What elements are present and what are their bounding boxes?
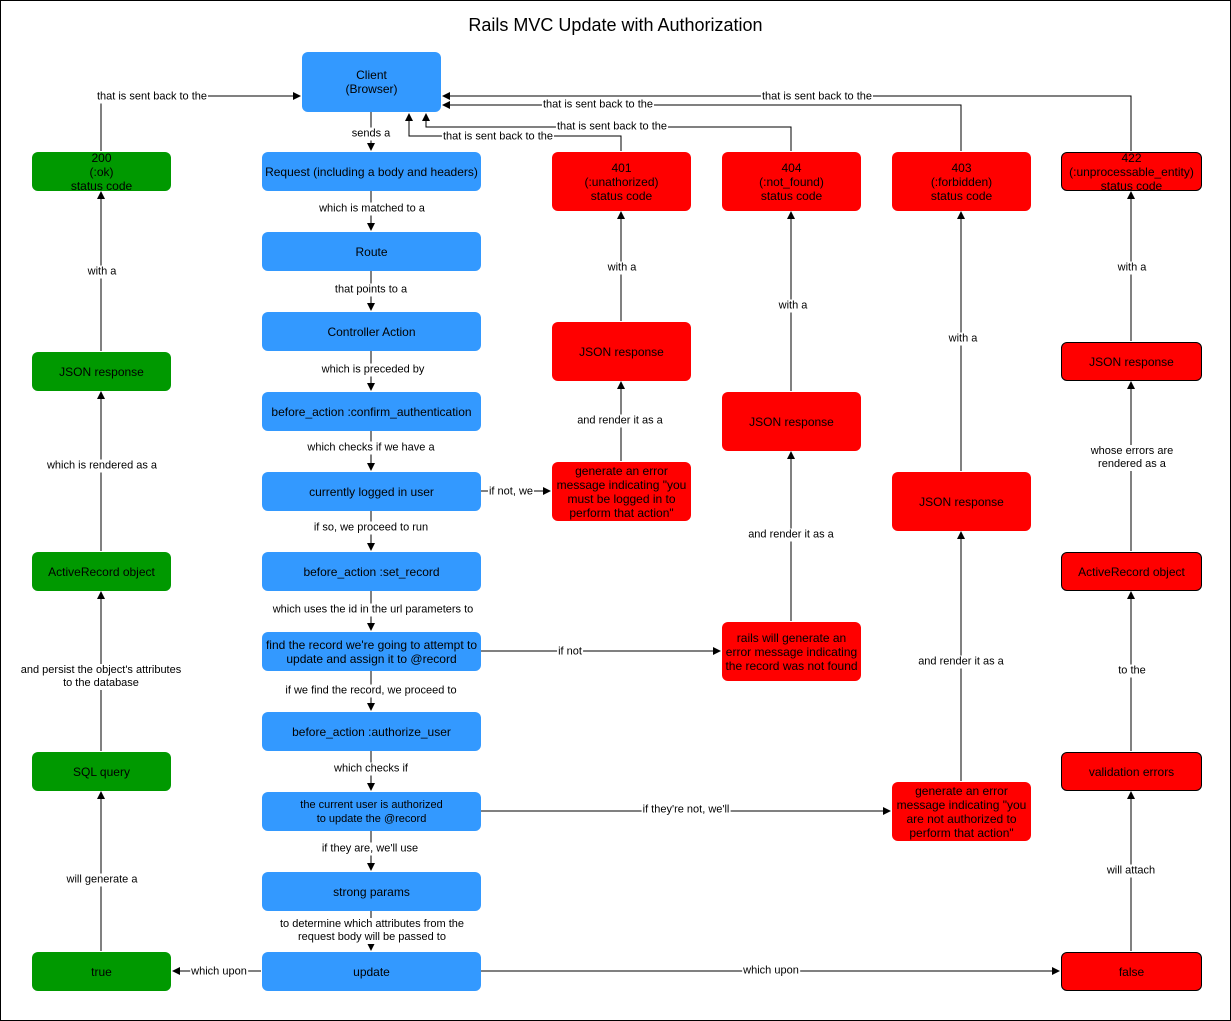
request-node: Request (including a body and headers) <box>262 152 481 191</box>
label-render-403: and render it as a <box>917 655 1005 669</box>
label-sent-back-422: that is sent back to the <box>760 90 874 104</box>
json-response-401-node: JSON response <box>552 322 691 381</box>
label-uses-id: which uses the id in the url parameters … <box>271 603 475 617</box>
route-node: Route <box>262 232 481 271</box>
strong-params-node: strong params <box>262 872 481 911</box>
label-determine-attrs: to determine which attributes from the r… <box>278 918 466 944</box>
label-will-generate: will generate a <box>65 873 139 887</box>
controller-action-node: Controller Action <box>262 312 481 351</box>
error-404-node: rails will generate an error message ind… <box>722 622 861 681</box>
label-if-not: if not <box>557 645 583 659</box>
json-response-403-node: JSON response <box>892 472 1031 531</box>
label-rendered-as: which is rendered as a <box>45 459 159 473</box>
label-if-theyre-not: if they're not, we'll <box>641 803 731 817</box>
true-node: true <box>32 952 171 991</box>
label-points-to: that points to a <box>333 283 409 297</box>
authorized-check-node: the current user is authorized to update… <box>262 792 481 831</box>
sql-query-node: SQL query <box>32 752 171 791</box>
edge-422-client <box>442 92 1132 151</box>
label-to-the: to the <box>1117 664 1147 678</box>
json-response-422-node: JSON response <box>1061 342 1202 381</box>
status-403-node: 403 (:forbidden) status code <box>892 152 1031 211</box>
confirm-authentication-node: before_action :confirm_authentication <box>262 392 481 431</box>
label-sent-back-green: that is sent back to the <box>95 90 209 104</box>
label-sends-a: sends a <box>350 127 392 141</box>
label-errors-rendered: whose errors are rendered as a <box>1083 445 1181 471</box>
label-checks-if: which checks if <box>333 762 409 776</box>
label-sent-back-403: that is sent back to the <box>541 98 655 112</box>
json-response-404-node: JSON response <box>722 392 861 451</box>
find-record-node: find the record we're going to attempt t… <box>262 632 481 671</box>
logged-in-user-node: currently logged in user <box>262 472 481 511</box>
status-422-node: 422 (:unprocessable_entity) status code <box>1061 151 1202 193</box>
label-with-a-401: with a <box>606 261 638 275</box>
label-with-a-green: with a <box>86 265 118 279</box>
validation-errors-node: validation errors <box>1061 752 1202 791</box>
label-render-404: and render it as a <box>747 528 835 542</box>
label-will-attach: will attach <box>1105 864 1157 878</box>
label-if-not-we: if not, we <box>487 485 535 499</box>
label-which-upon-left: which upon <box>190 965 248 979</box>
json-response-green-node: JSON response <box>32 352 171 391</box>
status-200-node: 200 (:ok) status code <box>32 151 171 193</box>
set-record-node: before_action :set_record <box>262 552 481 591</box>
diagram-title: Rails MVC Update with Authorization <box>468 15 763 35</box>
false-node: false <box>1061 952 1202 991</box>
label-sent-back-401: that is sent back to the <box>441 130 555 144</box>
label-matched-to: which is matched to a <box>318 202 426 216</box>
authorize-user-node: before_action :authorize_user <box>262 712 481 751</box>
label-if-find: if we find the record, we proceed to <box>284 684 458 698</box>
label-with-a-404: with a <box>777 299 809 313</box>
status-401-node: 401 (:unathorized) status code <box>552 152 691 211</box>
label-with-a-403: with a <box>947 332 979 346</box>
label-checks-have: which checks if we have a <box>306 441 436 455</box>
label-render-401: and render it as a <box>576 414 664 428</box>
label-preceded-by: which is preceded by <box>320 363 426 377</box>
error-403-node: generate an error message indicating "yo… <box>892 782 1031 841</box>
activerecord-object-red-node: ActiveRecord object <box>1061 552 1202 591</box>
label-which-upon-right: which upon <box>742 964 800 978</box>
error-401-node: generate an error message indicating "yo… <box>552 462 691 521</box>
label-if-so-run: if so, we proceed to run <box>312 521 430 535</box>
activerecord-object-green-node: ActiveRecord object <box>32 552 171 591</box>
status-404-node: 404 (:not_found) status code <box>722 152 861 211</box>
update-node: update <box>262 952 481 991</box>
client-node: Client (Browser) <box>302 52 441 112</box>
edge-200-client <box>100 92 301 151</box>
edge-403-client <box>442 101 962 151</box>
label-sent-back-404: that is sent back to the <box>555 120 669 134</box>
label-with-a-422: with a <box>1116 261 1148 275</box>
label-if-they-are: if they are, we'll use <box>320 842 420 856</box>
label-persist: and persist the object's attributes to t… <box>19 664 183 690</box>
